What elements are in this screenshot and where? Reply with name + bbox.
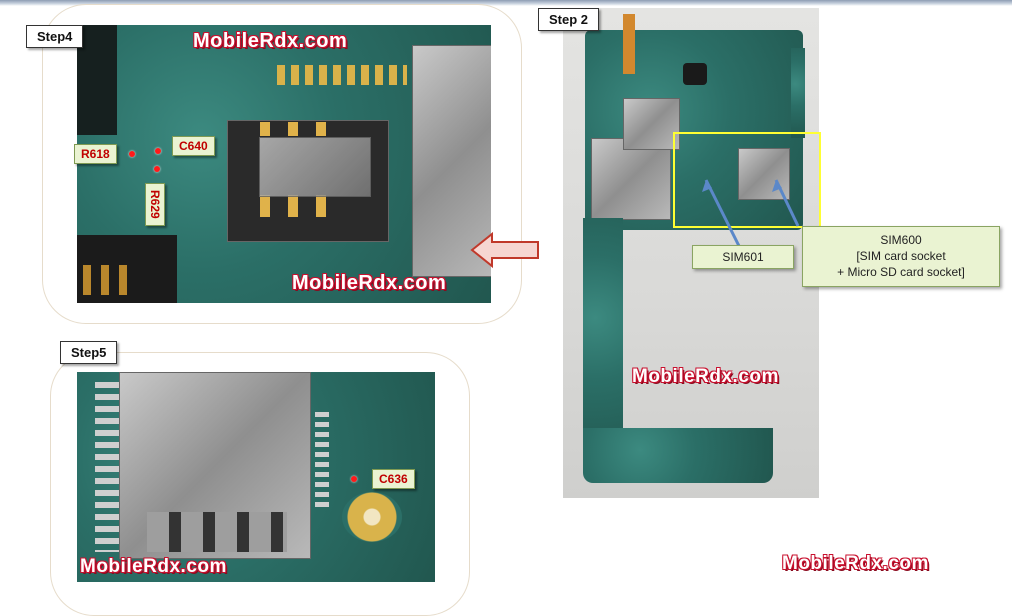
r629-tag: R629 bbox=[145, 183, 165, 226]
c636-marker bbox=[351, 476, 357, 482]
r629-marker bbox=[154, 166, 160, 172]
step4-watermark-top: MobileRdx.com bbox=[193, 30, 348, 52]
step4-label: Step4 bbox=[26, 25, 84, 48]
step2-watermark: MobileRdx.com bbox=[632, 366, 779, 387]
step2-board-strip bbox=[583, 218, 623, 468]
c640-marker bbox=[155, 148, 161, 154]
step4-sim-contacts-top bbox=[260, 122, 340, 136]
step4-connector-pins bbox=[83, 265, 133, 295]
sim601-callout: SIM601 bbox=[692, 245, 794, 269]
step5-gold-pad bbox=[342, 492, 402, 542]
step2-shield-top bbox=[623, 98, 680, 150]
step2-label: Step 2 bbox=[538, 8, 600, 31]
step5-side-pins bbox=[315, 412, 329, 512]
step4-gold-pads bbox=[277, 65, 407, 85]
sim600-callout: SIM600 [SIM card socket + Micro SD card … bbox=[802, 226, 1000, 287]
c636-tag: C636 bbox=[372, 469, 415, 489]
footer-watermark: MobileRdx.com bbox=[782, 553, 929, 574]
sim600-desc-2: + Micro SD card socket] bbox=[837, 265, 965, 279]
step5-watermark: MobileRdx.com bbox=[80, 556, 227, 577]
arrow-left-icon bbox=[470, 231, 539, 269]
callout-arrows bbox=[702, 179, 800, 249]
step2-shield bbox=[591, 138, 671, 220]
step4-chip bbox=[77, 25, 117, 135]
sim600-title: SIM600 bbox=[880, 233, 922, 247]
step4-photo bbox=[77, 25, 491, 303]
step2-camera bbox=[683, 63, 707, 85]
step5-socket-bottom bbox=[147, 512, 287, 552]
step4-sd-socket bbox=[412, 45, 491, 277]
top-gradient-bar bbox=[0, 0, 1012, 6]
r618-tag: R618 bbox=[74, 144, 117, 164]
sim-area-highlight bbox=[673, 132, 821, 228]
step4-sim-frame bbox=[259, 137, 371, 197]
step4-watermark-bottom: MobileRdx.com bbox=[292, 272, 447, 294]
step5-label: Step5 bbox=[60, 341, 118, 364]
c640-tag: C640 bbox=[172, 136, 215, 156]
step2-board-right-strip bbox=[791, 48, 805, 138]
step2-board-bottom bbox=[583, 428, 773, 483]
step4-sim-contacts-bottom bbox=[260, 195, 340, 217]
r618-marker bbox=[129, 151, 135, 157]
sim600-desc-1: [SIM card socket bbox=[856, 249, 946, 263]
step5-socket-pins bbox=[95, 382, 119, 552]
step2-flex-cable bbox=[623, 14, 635, 74]
